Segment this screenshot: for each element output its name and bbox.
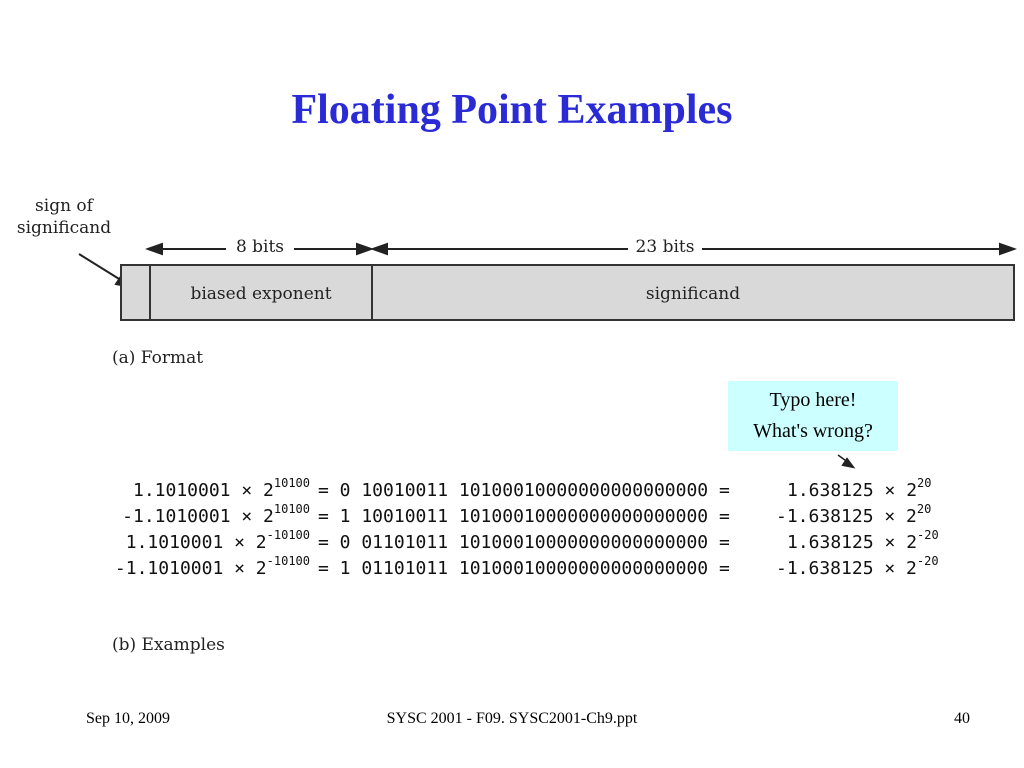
footer-page-number: 40 (954, 710, 970, 727)
example-lhs: 1.1010001 × 210100 (132, 476, 310, 501)
example-row: -1.1010001 × 2-10100 = 1 01101011 1010001… (40, 554, 1020, 580)
exponent-field: biased exponent (149, 264, 373, 321)
exponent-width-label: 8 bits (226, 236, 294, 258)
example-bit-pattern: = 0 10010011 10100010000000000000000 = (318, 480, 730, 501)
sign-of-significand-label: sign of significand (14, 195, 114, 239)
significand-field: significand (371, 264, 1015, 321)
sign-pointer-line (78, 253, 125, 283)
example-bit-pattern: = 1 10010011 10100010000000000000000 = (318, 506, 730, 527)
example-rhs-exponent: -20 (916, 554, 939, 568)
slide-title: Floating Point Examples (291, 87, 733, 133)
format-caption: (a) Format (112, 348, 204, 368)
example-bit-pattern: = 0 01101011 10100010000000000000000 = (318, 532, 730, 553)
example-lhs-exponent: -10100 (266, 554, 310, 568)
typo-pointer-head (841, 457, 856, 469)
example-lhs: -1.1010001 × 210100 (122, 502, 310, 527)
sign-label-line1: sign of (35, 196, 93, 216)
example-lhs-exponent: 10100 (273, 476, 310, 490)
typo-callout: Typo here! What's wrong? (728, 381, 898, 451)
sig-arrowhead-right (999, 242, 1017, 256)
callout-line2: What's wrong? (753, 420, 873, 442)
example-rhs: -1.638125 × 2-20 (776, 554, 939, 579)
footer-date: Sep 10, 2009 (86, 710, 170, 727)
example-rhs-exponent: 20 (916, 502, 932, 516)
example-rhs-exponent: -20 (917, 528, 939, 542)
example-rhs: -1.638125 × 220 (776, 502, 932, 527)
footer-course: SYSC 2001 - F09. SYSC2001-Ch9.ppt (386, 710, 638, 727)
example-rhs: 1.638125 × 220 (787, 476, 932, 501)
example-lhs: -1.1010001 × 2-10100 (114, 554, 310, 579)
example-rhs-exponent: 20 (917, 476, 932, 490)
sign-bit-field (120, 264, 151, 321)
exponent-field-label: biased exponent (190, 284, 332, 304)
sig-arrowhead-left (370, 242, 388, 256)
example-bit-pattern: = 1 01101011 10100010000000000000000 = (318, 558, 730, 579)
example-row: 1.1010001 × 2-10100 = 0 01101011 10100010… (40, 528, 1020, 554)
example-row: 1.1010001 × 210100 = 0 10010011 101000100… (40, 476, 1020, 502)
sign-label-line2: significand (16, 218, 112, 238)
exp-arrowhead-right (356, 242, 374, 256)
significand-field-label: significand (645, 284, 741, 304)
example-lhs: 1.1010001 × 2-10100 (125, 528, 310, 553)
example-lhs-exponent: 10100 (273, 502, 310, 516)
example-lhs-exponent: -10100 (266, 528, 310, 542)
exp-arrowhead-left (145, 242, 163, 256)
callout-line1: Typo here! (769, 389, 857, 411)
examples-caption: (b) Examples (112, 635, 225, 655)
example-rhs: 1.638125 × 2-20 (787, 528, 939, 553)
significand-width-label: 23 bits (628, 236, 702, 258)
example-row: -1.1010001 × 210100 = 1 10010011 10100010… (40, 502, 1020, 528)
